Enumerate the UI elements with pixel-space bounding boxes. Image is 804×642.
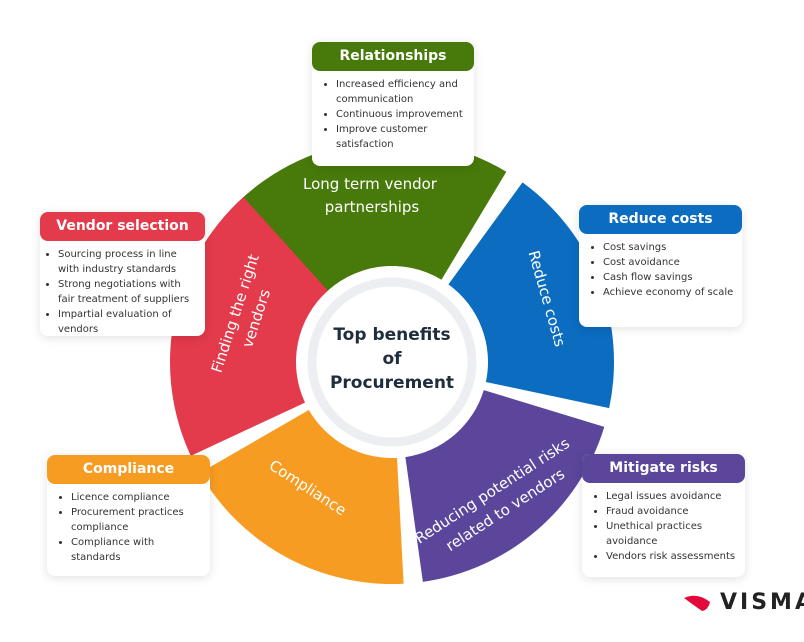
card-title: Mitigate risks xyxy=(582,454,745,483)
visma-logo: VISMA xyxy=(682,590,804,615)
list-item: Legal issues avoidance xyxy=(606,489,737,504)
list-item: Compliance with standards xyxy=(71,535,202,565)
card-title: Relationships xyxy=(312,42,474,71)
segment-green xyxy=(229,140,507,297)
card-reduce-costs: Reduce costs Cost savings Cost avoidance… xyxy=(579,205,742,327)
list-item: Strong negotiations with fair treatment … xyxy=(58,277,197,307)
card-vendor-selection: Vendor selection Sourcing process in lin… xyxy=(40,212,205,336)
list-item: Sourcing process in line with industry s… xyxy=(58,247,197,277)
center-circle xyxy=(307,277,477,447)
segment-orange xyxy=(199,410,404,584)
segment-blue xyxy=(448,182,614,409)
card-mitigate-risks: Mitigate risks Legal issues avoidance Fr… xyxy=(582,454,745,577)
list-item: Vendors risk assessments xyxy=(606,549,737,564)
list-item: Cash flow savings xyxy=(603,270,734,285)
card-title: Vendor selection xyxy=(40,212,205,241)
segment-purple xyxy=(405,390,605,582)
list-item: Impartial evaluation of vendors xyxy=(58,307,197,337)
list-item: Procurement practices compliance xyxy=(71,505,202,535)
list-item: Unethical practices avoidance xyxy=(606,519,737,549)
list-item: Improve customer satisfaction xyxy=(336,122,466,152)
card-title: Reduce costs xyxy=(579,205,742,234)
center-title-line3: Procurement xyxy=(330,373,454,393)
visma-logo-icon xyxy=(684,595,710,611)
segment-red xyxy=(170,197,328,456)
list-item: Cost savings xyxy=(603,240,734,255)
segment-label-green-2: partnerships xyxy=(325,198,420,216)
list-item: Continuous improvement xyxy=(336,107,466,122)
list-item: Fraud avoidance xyxy=(606,504,737,519)
center-title-line2: of xyxy=(382,349,402,369)
card-relationships: Relationships Increased efficiency and c… xyxy=(312,42,474,166)
list-item: Licence compliance xyxy=(71,490,202,505)
center-title-line1: Top benefits xyxy=(333,325,450,345)
segment-label-green-1: Long term vendor xyxy=(303,175,438,193)
card-compliance: Compliance Licence compliance Procuremen… xyxy=(47,455,210,576)
list-item: Cost avoidance xyxy=(603,255,734,270)
visma-logo-text: VISMA xyxy=(720,590,804,615)
list-item: Increased efficiency and communication xyxy=(336,77,466,107)
list-item: Achieve economy of scale xyxy=(603,285,734,300)
card-title: Compliance xyxy=(47,455,210,484)
